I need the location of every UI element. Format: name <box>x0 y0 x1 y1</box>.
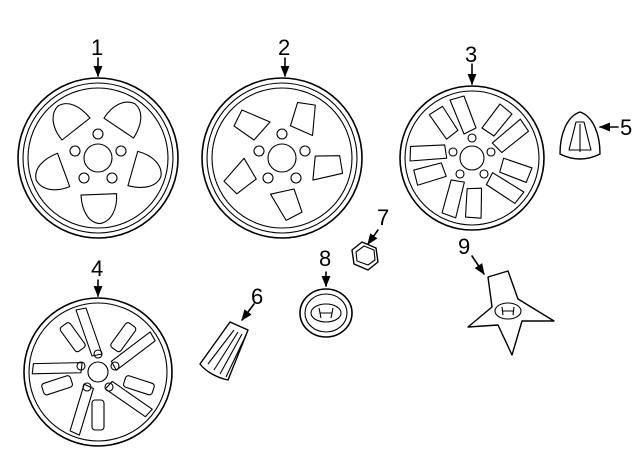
lug-nut-icon <box>351 241 379 271</box>
wheel-icon <box>17 77 179 239</box>
part-6-weight: 6 <box>199 284 263 381</box>
part-9-spider-cap: 9 <box>458 234 555 356</box>
part-3-wheel: 3 <box>399 42 545 231</box>
callout-4: 4 <box>91 256 103 281</box>
valve-cap-icon <box>559 111 601 160</box>
part-2-wheel: 2 <box>201 35 363 239</box>
part-7-lug-nut: 7 <box>351 205 389 271</box>
center-cap-icon <box>299 288 353 338</box>
wheel-icon <box>201 77 363 239</box>
balance-weight-icon <box>199 321 249 381</box>
callout-5: 5 <box>620 115 632 140</box>
callout-1: 1 <box>91 35 103 60</box>
part-4-wheel-cover: 4 <box>23 256 173 447</box>
callout-6: 6 <box>251 284 263 309</box>
callout-9: 9 <box>458 234 470 259</box>
part-8-center-cap: 8 <box>299 246 353 338</box>
wheel-cover-icon <box>23 297 173 447</box>
callout-7: 7 <box>377 205 389 230</box>
wheel-icon <box>399 85 545 231</box>
callout-8: 8 <box>319 246 331 271</box>
part-5-clip: 5 <box>559 111 632 160</box>
callout-2: 2 <box>278 35 290 60</box>
part-1-wheel: 1 <box>17 35 179 239</box>
callout-3: 3 <box>465 42 477 67</box>
spider-cap-icon <box>467 270 555 356</box>
